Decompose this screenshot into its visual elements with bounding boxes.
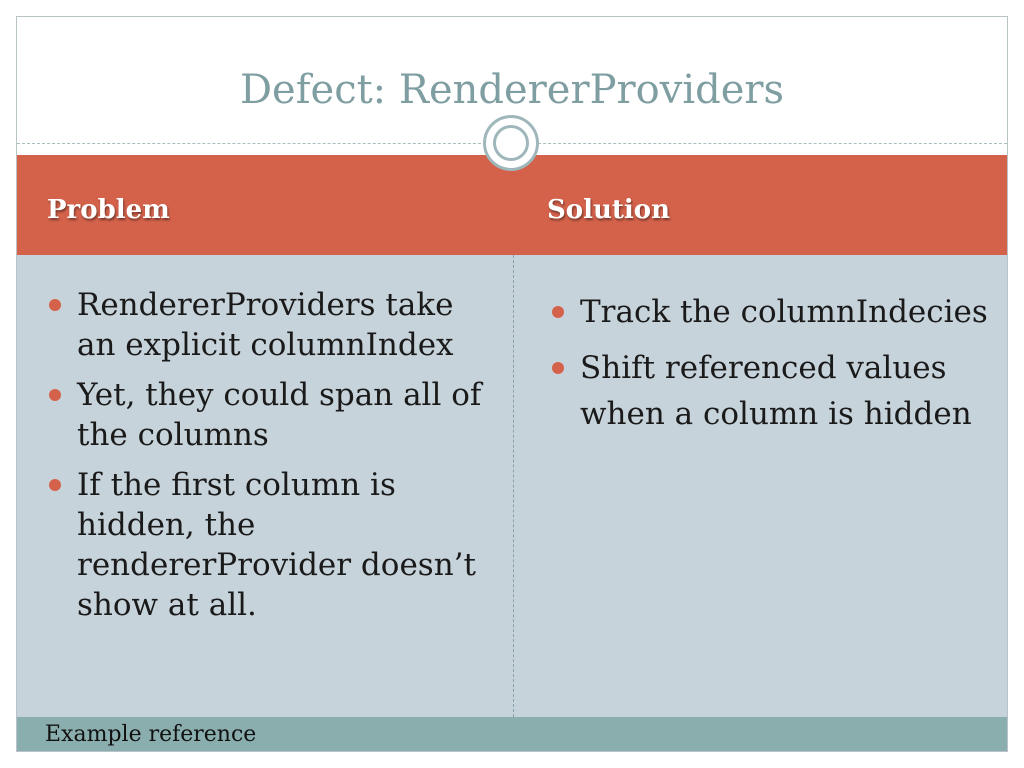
bullet-icon: [552, 362, 564, 374]
bullet-text: If the first column is hidden, the rende…: [77, 467, 476, 623]
bullet-text: Shift referenced values when a column is…: [580, 350, 972, 432]
list-item: If the first column is hidden, the rende…: [49, 465, 489, 625]
solution-bullet-list: Track the columnIndecies Shift reference…: [552, 289, 992, 447]
problem-bullet-list: RendererProviders take an explicit colum…: [49, 285, 489, 635]
list-item: Yet, they could span all of the columns: [49, 375, 489, 455]
circle-ornament-icon: [483, 115, 539, 171]
list-item: Shift referenced values when a column is…: [552, 345, 992, 437]
column-header-solution: Solution: [547, 195, 671, 225]
bullet-text: Track the columnIndecies: [580, 294, 988, 330]
bullet-icon: [49, 479, 61, 491]
bullet-text: Yet, they could span all of the columns: [77, 377, 482, 453]
list-item: Track the columnIndecies: [552, 289, 992, 335]
bullet-icon: [49, 389, 61, 401]
bullet-icon: [552, 306, 564, 318]
footer-bar: Example reference: [17, 717, 1007, 751]
bullet-icon: [49, 299, 61, 311]
list-item: RendererProviders take an explicit colum…: [49, 285, 489, 365]
table-header-row: Problem Solution: [17, 155, 1007, 255]
column-separator: [513, 255, 514, 717]
table-body: RendererProviders take an explicit colum…: [17, 255, 1007, 717]
footer-reference-text: Example reference: [45, 722, 257, 747]
column-header-problem: Problem: [47, 195, 170, 225]
bullet-text: RendererProviders take an explicit colum…: [77, 287, 454, 363]
slide: Defect: RendererProviders Problem Soluti…: [16, 16, 1008, 752]
slide-title: Defect: RendererProviders: [239, 67, 785, 113]
